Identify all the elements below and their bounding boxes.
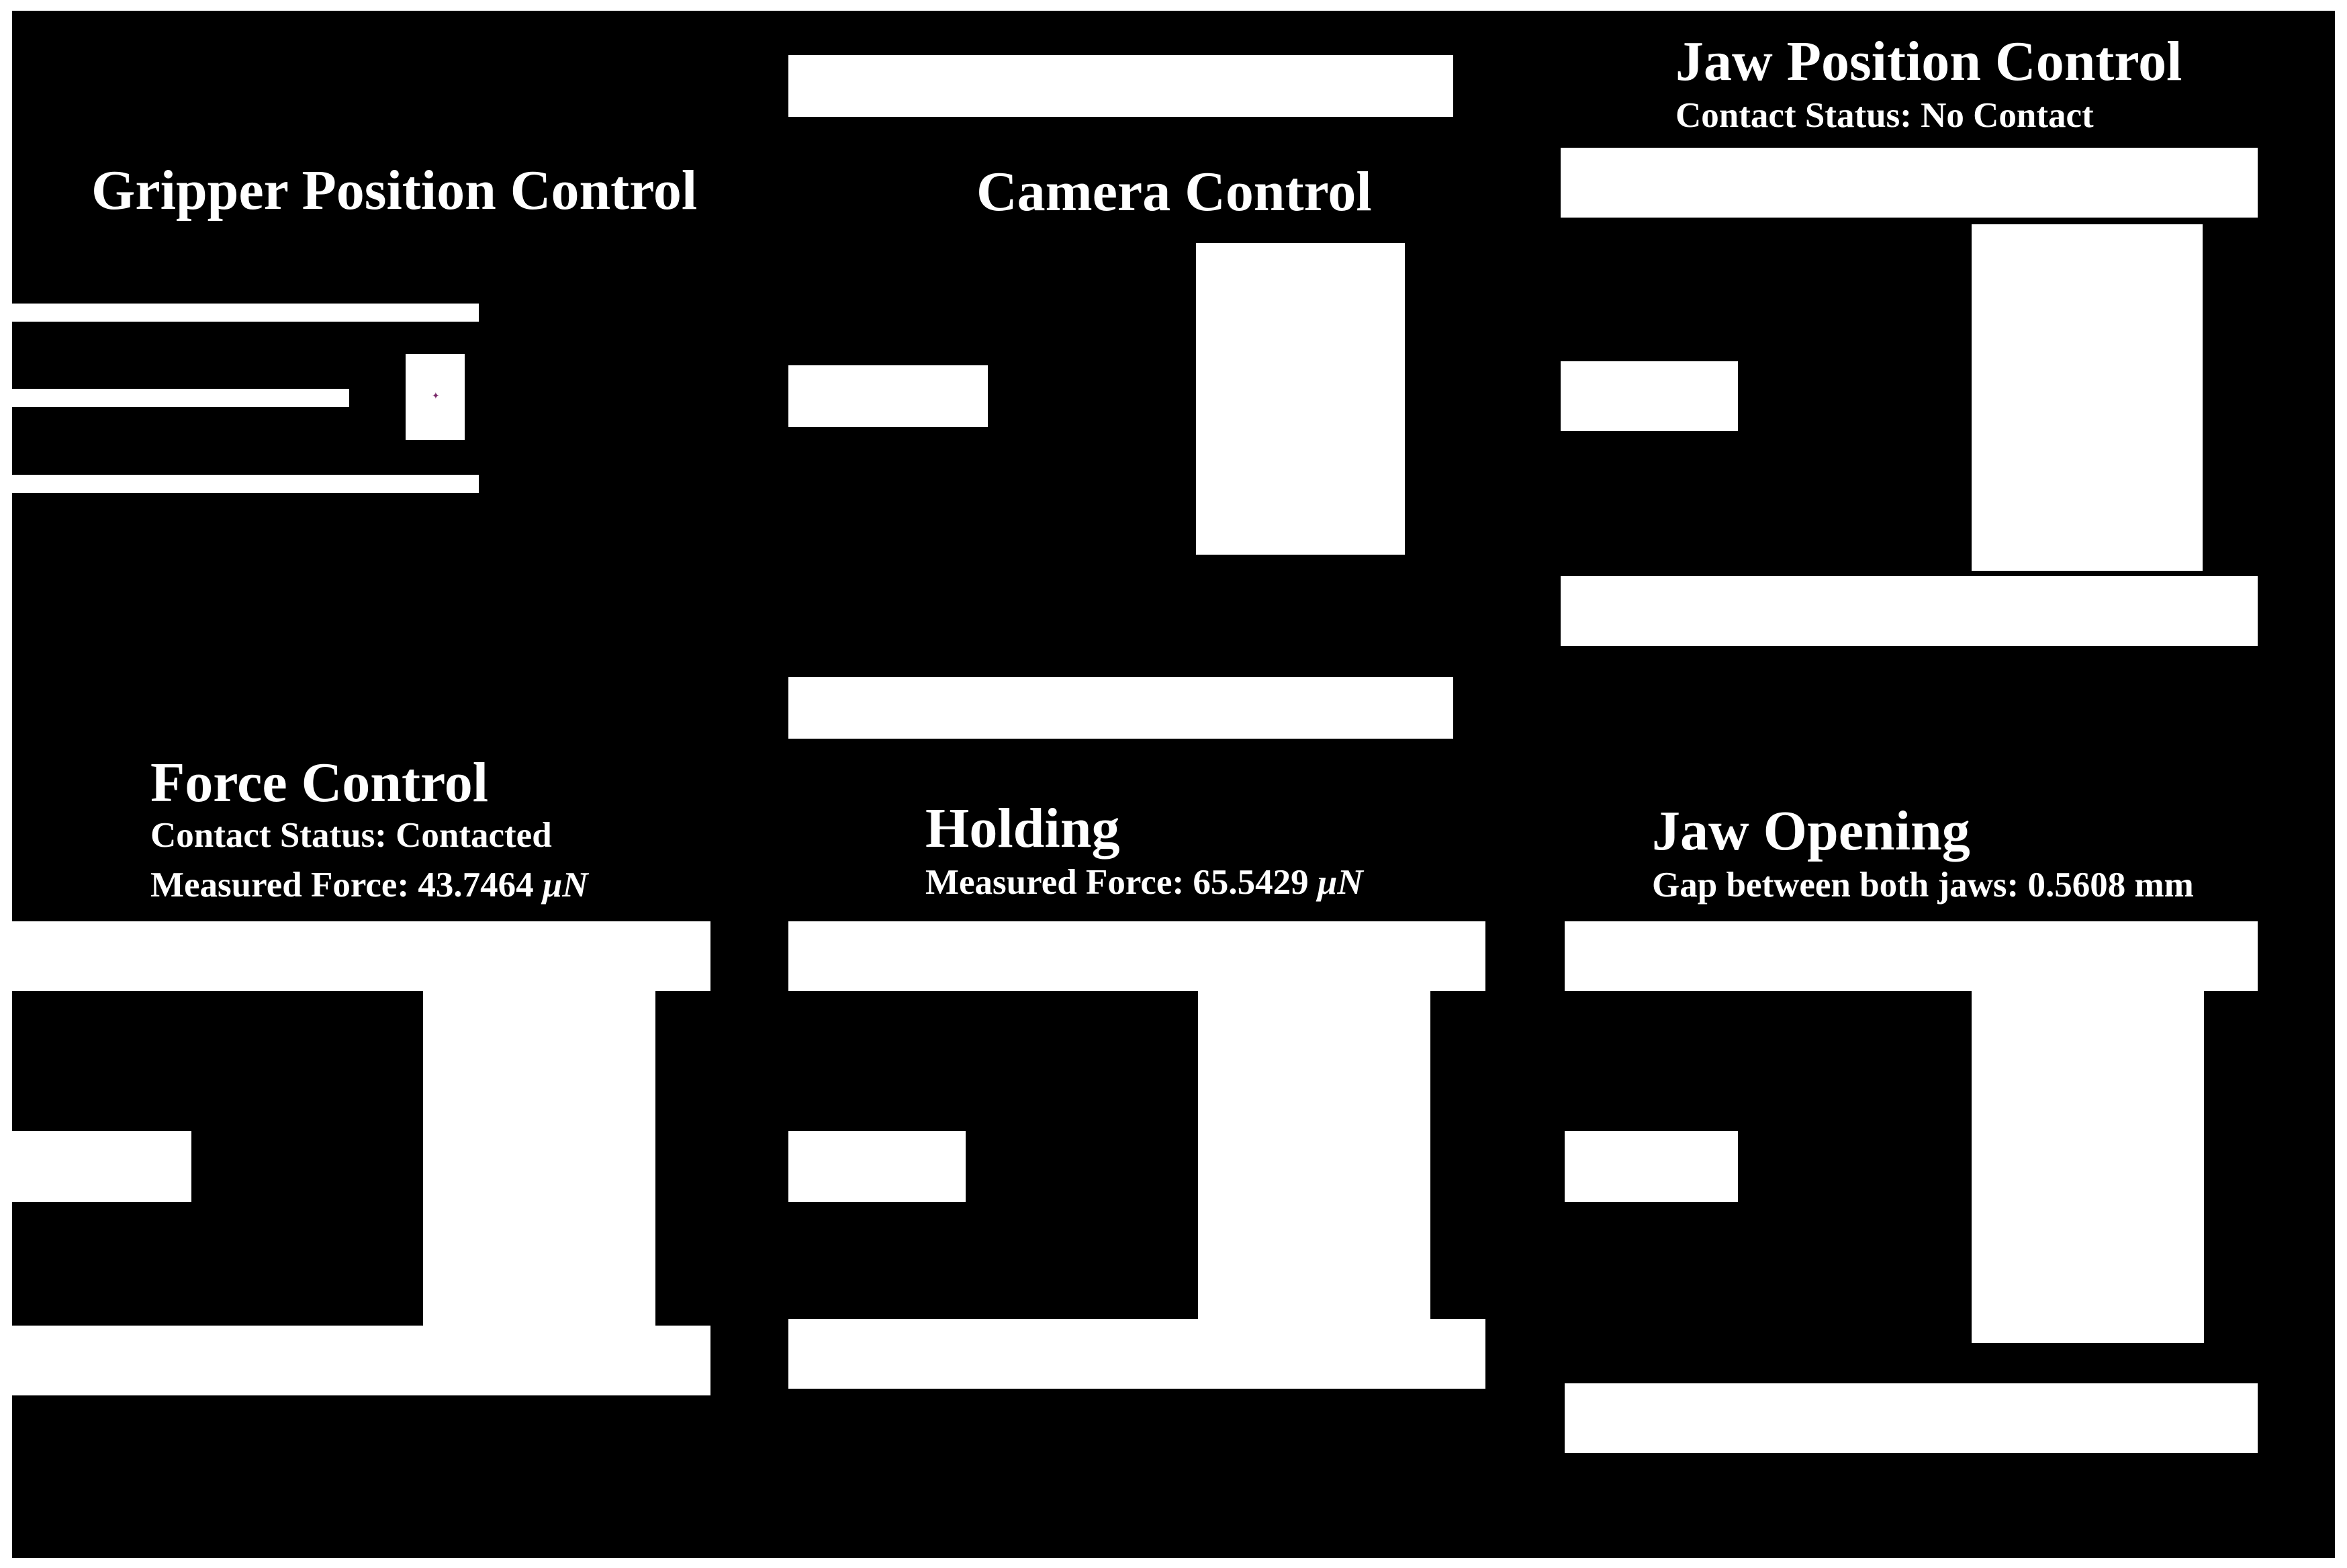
- jaw-opening-title: Jaw Opening: [1652, 800, 1970, 862]
- gripper-lower-jaw: [12, 475, 479, 493]
- jaw-position-contact-status: Contact Status: No Contact: [1675, 96, 2094, 135]
- opening-probe: [1565, 1131, 1738, 1202]
- force-probe: [12, 1131, 191, 1202]
- force-object: [423, 921, 655, 1327]
- opening-lower-jaw: [1565, 1383, 2258, 1453]
- jaw-upper-bar: [1561, 148, 2258, 218]
- camera-top-bar: [788, 55, 1453, 117]
- camera-bottom-bar: [788, 677, 1453, 739]
- target-marker-icon: ✦: [432, 391, 440, 402]
- gripper-position-title: Gripper Position Control: [91, 159, 698, 222]
- force-measured-force: Measured Force: 43.7464 μN: [150, 866, 588, 905]
- force-lower-jaw: [12, 1326, 710, 1395]
- jaw-probe: [1561, 361, 1738, 431]
- jaw-object: [1972, 224, 2203, 571]
- holding-title: Holding: [925, 797, 1120, 860]
- gripper-upper-jaw: [12, 304, 479, 322]
- jaw-lower-bar: [1561, 576, 2258, 646]
- jaw-position-title: Jaw Position Control: [1675, 30, 2182, 93]
- holding-lower-jaw: [788, 1319, 1485, 1389]
- force-title: Force Control: [150, 751, 489, 814]
- opening-object: [1972, 921, 2204, 1343]
- camera-title: Camera Control: [976, 160, 1372, 223]
- gripper-probe: [12, 389, 349, 407]
- jaw-gap-readout: Gap between both jaws: 0.5608 mm: [1652, 866, 2194, 905]
- camera-object: [1196, 243, 1405, 555]
- force-contact-status: Contact Status: Contacted: [150, 816, 552, 855]
- camera-probe: [788, 365, 988, 427]
- holding-measured-force: Measured Force: 65.5429 μN: [925, 863, 1363, 902]
- holding-probe: [788, 1131, 966, 1202]
- target-object: ✦: [406, 354, 465, 440]
- holding-object: [1198, 921, 1430, 1327]
- simulation-viewport: Gripper Position Control ✦ Camera Contro…: [12, 11, 2335, 1558]
